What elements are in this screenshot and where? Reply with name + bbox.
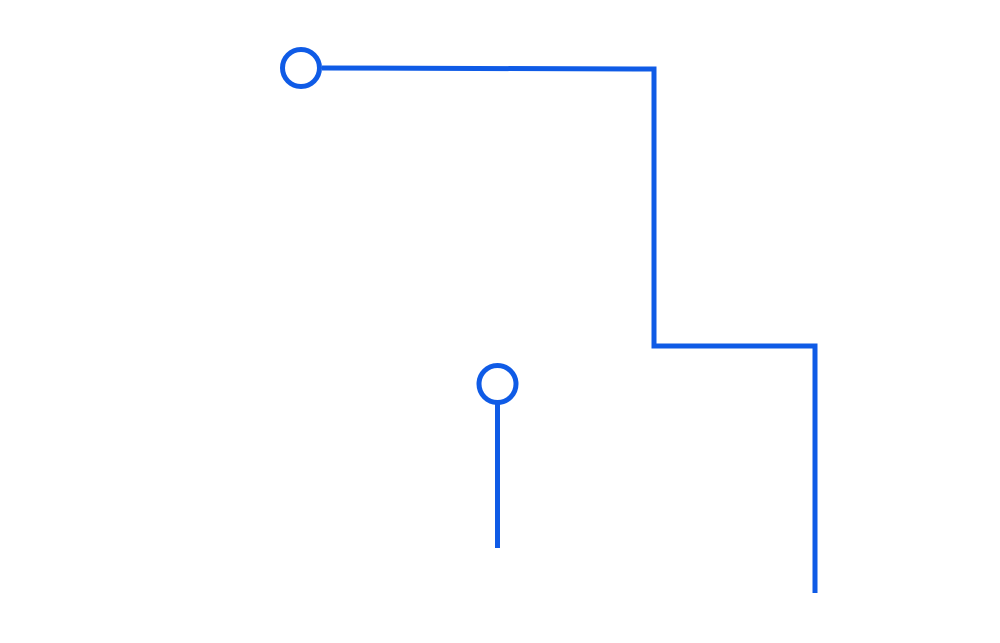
connector-stepped-start-terminal [280,47,322,89]
connector-vertical-group [476,363,519,548]
connector-stepped-group [280,47,818,593]
connector-stepped-line [321,65,818,593]
connector-vertical-start-terminal [476,363,519,405]
